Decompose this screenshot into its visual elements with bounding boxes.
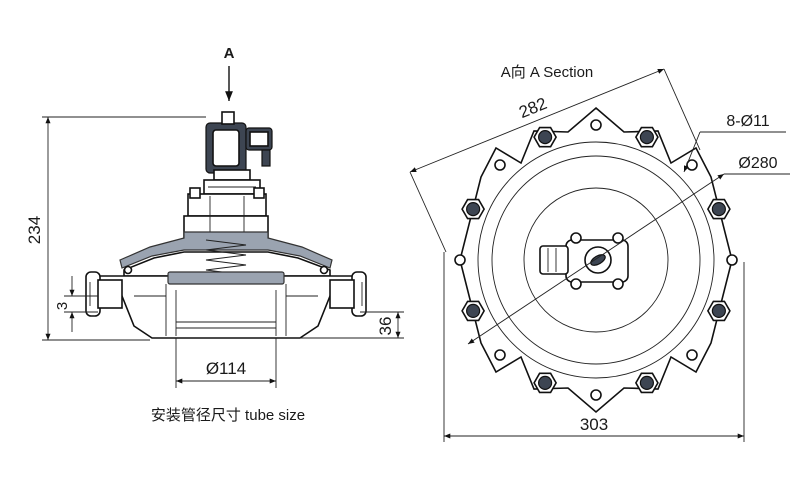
dim-tube	[175, 338, 277, 388]
section-title: A向 A Section	[501, 64, 594, 81]
section-view: A向 A Section 282	[409, 64, 790, 442]
diaphragm-spring	[205, 239, 247, 276]
dim-282	[409, 68, 701, 253]
valve-bonnet	[183, 187, 269, 239]
dim-small-label: 3	[54, 302, 71, 310]
dim-303	[443, 252, 745, 442]
dim-280-label: Ø280	[738, 155, 777, 172]
pilot-coil	[203, 111, 273, 195]
side-nipples	[85, 271, 367, 317]
lug-hole	[494, 349, 506, 361]
dim-280	[467, 173, 790, 345]
view-arrow-label: A	[224, 45, 235, 62]
dim-height	[42, 116, 206, 341]
dim-303-label: 303	[580, 415, 608, 434]
lug-hole	[686, 349, 698, 361]
bolt	[706, 300, 731, 322]
side-view: A	[25, 45, 404, 424]
tube-size-caption: 安装管径尺寸 tube size	[151, 407, 305, 424]
bolt	[634, 372, 659, 394]
dim-small	[64, 276, 98, 332]
bolt	[634, 126, 659, 148]
dim-flange	[300, 311, 404, 339]
dim-tube-label: Ø114	[206, 359, 246, 378]
bolt	[533, 372, 558, 394]
lug-hole	[590, 119, 602, 131]
lug-hole	[454, 254, 466, 266]
lug-hole	[726, 254, 738, 266]
bolt	[533, 126, 558, 148]
diaphragm-cover	[119, 231, 333, 277]
dim-holes-label: 8-Ø11	[726, 113, 769, 130]
dim-holes	[683, 131, 786, 173]
valve-lower-body	[97, 271, 355, 339]
dim-height-label: 234	[25, 216, 44, 244]
lug-hole	[494, 159, 506, 171]
dim-flange-label: 36	[376, 317, 395, 336]
lug-hole	[590, 389, 602, 401]
bolt	[461, 198, 486, 220]
bolt	[461, 300, 486, 322]
bolt	[706, 198, 731, 220]
